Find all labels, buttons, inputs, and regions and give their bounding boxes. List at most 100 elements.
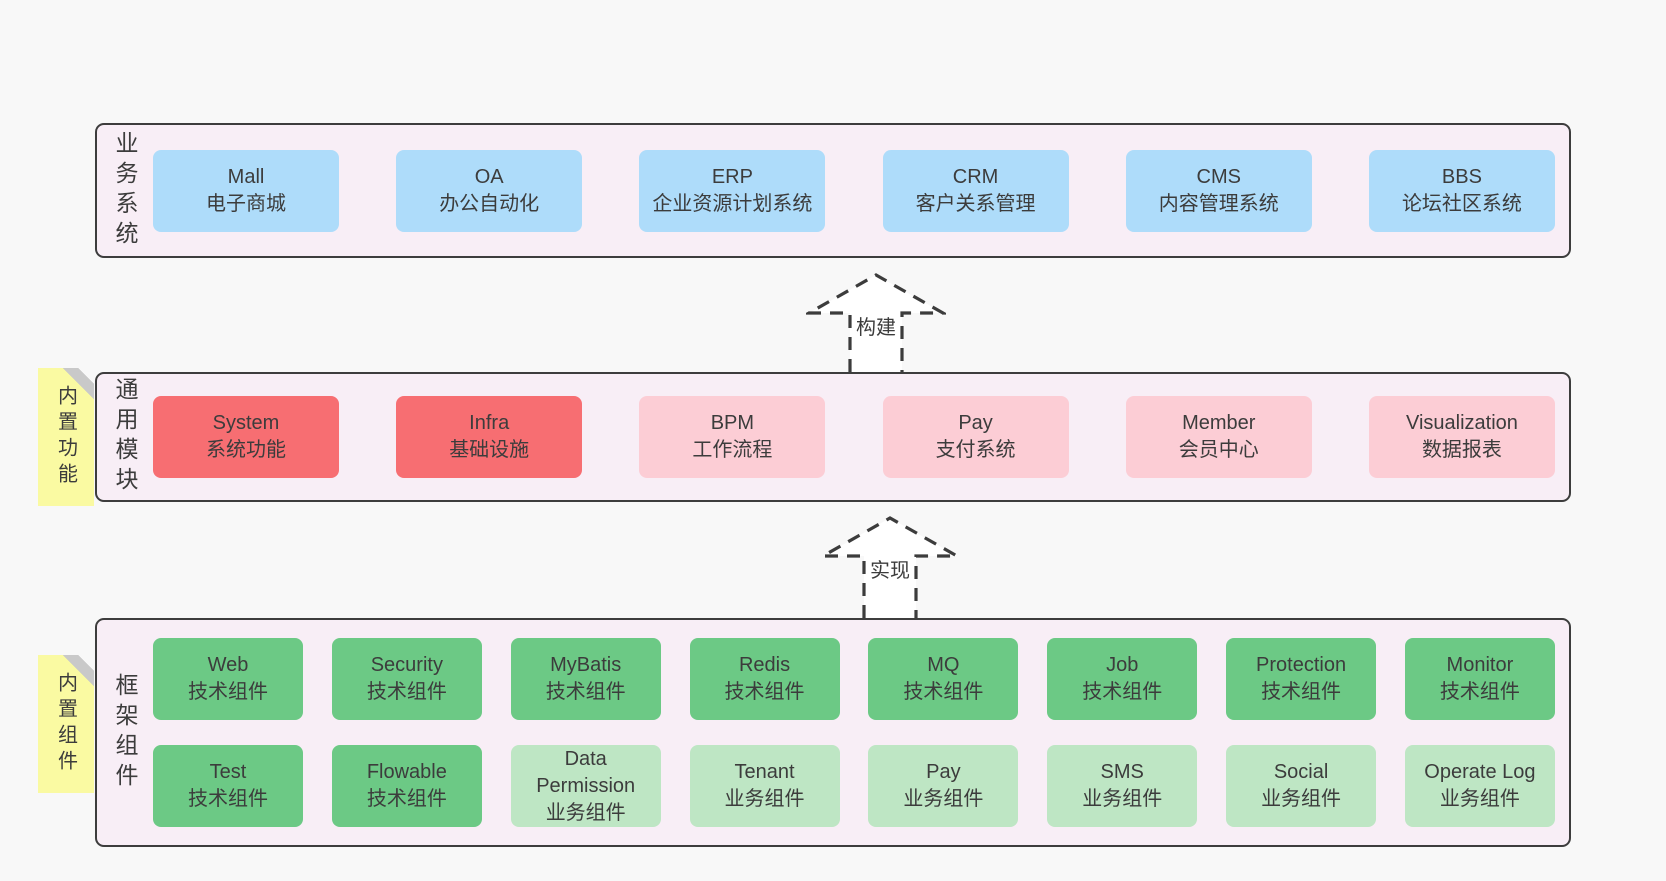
implement-arrow-label: 实现 <box>870 559 910 582</box>
box-mall-desc: 电子商城 <box>206 192 286 215</box>
box-pay-business-desc: 业务组件 <box>903 788 984 810</box>
box-job-name: Job <box>1106 654 1139 676</box>
box-web: Web 技术组件 <box>153 638 303 720</box>
box-web-name: Web <box>207 654 249 676</box>
box-visualization-desc: 数据报表 <box>1421 439 1502 461</box>
band-components-label: 框架组件 <box>97 620 153 845</box>
box-data-permission-name: Data Permission <box>536 747 636 797</box>
box-social-name: Social <box>1273 761 1329 783</box>
box-crm-name: CRM <box>952 165 999 188</box>
box-oa: OA 办公自动化 <box>396 149 583 232</box>
box-test: Test 技术组件 <box>153 745 303 827</box>
box-erp-name: ERP <box>711 165 753 188</box>
builtin-functions-sticky-text: 内置功能 <box>54 385 77 489</box>
box-test-name: Test <box>209 761 247 783</box>
box-pay: Pay 支付系统 <box>882 396 1069 478</box>
box-mybatis-desc: 技术组件 <box>545 681 626 703</box>
box-tenant-desc: 业务组件 <box>724 788 805 810</box>
box-bbs: BBS 论坛社区系统 <box>1368 149 1555 232</box>
build-arrow-icon: 构建 <box>806 273 946 372</box>
box-security-desc: 技术组件 <box>366 681 447 703</box>
box-member-name: Member <box>1182 412 1256 434</box>
box-mq-name: MQ <box>927 654 960 676</box>
box-cms-name: CMS <box>1196 165 1241 188</box>
box-bbs-desc: 论坛社区系统 <box>1401 192 1522 215</box>
box-test-desc: 技术组件 <box>188 788 268 810</box>
implement-arrow-icon: 实现 <box>820 516 960 618</box>
box-system-name: System <box>212 412 280 434</box>
box-oa-desc: 办公自动化 <box>439 192 540 215</box>
box-oa-name: OA <box>474 165 504 188</box>
box-data-permission-desc: 业务组件 <box>545 801 626 824</box>
box-operate-log-name: Operate Log <box>1424 761 1536 783</box>
box-tenant-name: Tenant <box>734 761 795 783</box>
box-bpm: BPM 工作流程 <box>639 396 826 478</box>
box-operate-log: Operate Log 业务组件 <box>1404 745 1555 827</box>
band-common-modules: 通用模块 System 系统功能 Infra 基础设施 BPM 工作流程 Pay… <box>95 372 1571 502</box>
box-redis: Redis 技术组件 <box>689 638 840 720</box>
band-framework-components: 框架组件 Web 技术组件 Security 技术组件 MyBatis 技术组件… <box>95 618 1571 847</box>
box-flowable-desc: 技术组件 <box>366 788 447 810</box>
band-business-label-text: 业务系统 <box>112 130 138 251</box>
box-mybatis-name: MyBatis <box>550 654 622 676</box>
box-system: System 系统功能 <box>153 396 339 478</box>
band-components-content: Web 技术组件 Security 技术组件 MyBatis 技术组件 Redi… <box>153 620 1569 845</box>
band-business-content: Mall 电子商城 OA 办公自动化 ERP 企业资源计划系统 CRM 客户关系… <box>153 125 1569 256</box>
box-mybatis: MyBatis 技术组件 <box>510 638 661 720</box>
box-sms-name: SMS <box>1100 761 1144 783</box>
box-mall-name: Mall <box>227 165 265 188</box>
band-business-label: 业务系统 <box>97 125 153 256</box>
box-member: Member 会员中心 <box>1125 396 1312 478</box>
band-modules-label-text: 通用模块 <box>112 377 138 497</box>
box-flowable: Flowable 技术组件 <box>331 745 482 827</box>
box-infra: Infra 基础设施 <box>396 396 583 478</box>
box-monitor: Monitor 技术组件 <box>1404 638 1555 720</box>
box-sms: SMS 业务组件 <box>1047 745 1198 827</box>
box-security-name: Security <box>370 654 443 676</box>
box-mall: Mall 电子商城 <box>153 149 339 232</box>
box-job-desc: 技术组件 <box>1082 681 1163 703</box>
box-infra-desc: 基础设施 <box>449 439 530 461</box>
box-sms-desc: 业务组件 <box>1082 788 1163 810</box>
box-flowable-name: Flowable <box>366 761 447 783</box>
box-monitor-desc: 技术组件 <box>1439 681 1520 703</box>
box-visualization-name: Visualization <box>1405 412 1518 434</box>
components-row-2: Test 技术组件 Flowable 技术组件 Data Permission … <box>153 745 1555 827</box>
box-bpm-name: BPM <box>710 412 755 434</box>
box-redis-desc: 技术组件 <box>724 681 805 703</box>
box-protection-name: Protection <box>1256 654 1347 676</box>
build-arrow-label: 构建 <box>856 316 896 339</box>
box-mq: MQ 技术组件 <box>868 638 1019 720</box>
box-bpm-desc: 工作流程 <box>692 439 773 461</box>
box-web-desc: 技术组件 <box>188 681 268 703</box>
box-member-desc: 会员中心 <box>1178 439 1259 461</box>
box-pay-business: Pay 业务组件 <box>868 745 1019 827</box>
builtin-components-sticky-note: 内置组件 <box>38 655 94 793</box>
box-erp-desc: 企业资源计划系统 <box>652 192 813 215</box>
box-pay-business-name: Pay <box>926 761 961 783</box>
builtin-functions-sticky-note: 内置功能 <box>38 368 94 506</box>
band-modules-content: System 系统功能 Infra 基础设施 BPM 工作流程 Pay 支付系统… <box>153 374 1569 500</box>
box-pay-desc: 支付系统 <box>935 439 1016 461</box>
box-security: Security 技术组件 <box>331 638 482 720</box>
box-crm: CRM 客户关系管理 <box>882 149 1069 232</box>
box-protection-desc: 技术组件 <box>1261 681 1342 703</box>
box-system-desc: 系统功能 <box>206 439 286 461</box>
box-erp: ERP 企业资源计划系统 <box>639 149 826 232</box>
band-modules-label: 通用模块 <box>97 374 153 500</box>
box-pay-name: Pay <box>958 412 993 434</box>
box-crm-desc: 客户关系管理 <box>915 192 1036 215</box>
box-tenant: Tenant 业务组件 <box>689 745 840 827</box>
box-infra-name: Infra <box>469 412 510 434</box>
box-operate-log-desc: 业务组件 <box>1439 788 1520 810</box>
box-data-permission: Data Permission 业务组件 <box>510 745 661 827</box>
box-protection: Protection 技术组件 <box>1226 638 1377 720</box>
box-social-desc: 业务组件 <box>1261 788 1342 810</box>
band-business-systems: 业务系统 Mall 电子商城 OA 办公自动化 ERP 企业资源计划系统 CRM… <box>95 123 1571 258</box>
box-visualization: Visualization 数据报表 <box>1368 396 1555 478</box>
box-social: Social 业务组件 <box>1226 745 1377 827</box>
box-redis-name: Redis <box>738 654 791 676</box>
box-cms-desc: 内容管理系统 <box>1158 192 1279 215</box>
components-row-1: Web 技术组件 Security 技术组件 MyBatis 技术组件 Redi… <box>153 638 1555 720</box>
